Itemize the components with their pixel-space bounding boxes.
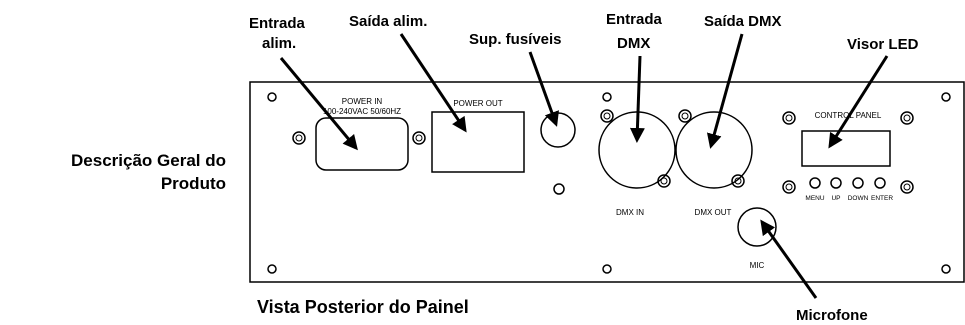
enter-button[interactable] xyxy=(874,177,886,189)
power-in-screw-left xyxy=(292,131,306,145)
control-panel-screw-br-inner xyxy=(903,183,911,191)
up-button[interactable] xyxy=(830,177,842,189)
arrow-dmx-in xyxy=(629,55,645,143)
power-in-screw-right-inner xyxy=(415,134,423,142)
control-panel-screw-tl-inner xyxy=(785,114,793,122)
arrow-led xyxy=(828,55,889,149)
arrow-fuse xyxy=(528,51,559,127)
dmx-out-connector xyxy=(675,111,753,189)
screw xyxy=(941,264,951,274)
control-panel-screw-bl xyxy=(782,180,796,194)
control-panel-screw-bl-inner xyxy=(785,183,793,191)
up-button-label: UP xyxy=(831,195,840,202)
control-panel-screw-tr xyxy=(900,111,914,125)
dmx-in-latch-bottom xyxy=(657,174,671,188)
control-panel-screw-tr-inner xyxy=(903,114,911,122)
microphone-hole xyxy=(737,207,777,247)
dmx-out-latch-top xyxy=(678,109,692,123)
callout-dmx-out: Saída DMX xyxy=(704,13,782,30)
screw xyxy=(267,92,277,102)
overview-title-line2: Produto xyxy=(161,174,226,193)
callout-power-in-line2: alim. xyxy=(262,35,296,52)
mic-label: MIC xyxy=(750,261,765,270)
power-in-screw-right xyxy=(412,131,426,145)
arrow-mic xyxy=(760,219,818,299)
screw xyxy=(602,92,612,102)
dmx-out-latch-bottom xyxy=(731,174,745,188)
callout-led: Visor LED xyxy=(847,36,919,53)
rear-view-title: Vista Posterior do Painel xyxy=(257,297,469,317)
dmx-in-latch-bottom-inner xyxy=(660,177,668,185)
screw xyxy=(941,92,951,102)
callout-power-in-line1: Entrada xyxy=(249,15,306,32)
arrow-power-out xyxy=(399,33,467,133)
menu-button[interactable] xyxy=(809,177,821,189)
control-panel-screw-br xyxy=(900,180,914,194)
down-button[interactable] xyxy=(852,177,864,189)
callout-dmx-in-line1: Entrada xyxy=(606,11,663,28)
dmx-in-label: DMX IN xyxy=(616,208,644,217)
dmx-in-latch-top-inner xyxy=(603,112,611,120)
power-out-label: POWER OUT xyxy=(453,99,502,108)
callout-power-out: Saída alim. xyxy=(349,13,427,30)
power-in-label: POWER IN xyxy=(342,97,383,106)
fuse-holder xyxy=(540,112,576,148)
dmx-out-latch-bottom-inner xyxy=(734,177,742,185)
callout-fuse: Sup. fusíveis xyxy=(469,31,562,48)
power-in-screw-left-inner xyxy=(295,134,303,142)
dmx-out-label: DMX OUT xyxy=(695,208,732,217)
rear-panel xyxy=(249,81,965,283)
down-button-label: DOWN xyxy=(848,195,869,202)
screw xyxy=(602,264,612,274)
callout-mic: Microfone xyxy=(796,307,868,324)
power-out-socket xyxy=(431,111,525,173)
enter-button-label: ENTER xyxy=(871,195,893,202)
callout-dmx-in-line2: DMX xyxy=(617,35,650,52)
control-panel-screw-tl xyxy=(782,111,796,125)
led-display xyxy=(801,130,891,167)
arrow-dmx-out xyxy=(706,33,744,149)
dmx-out-latch-top-inner xyxy=(681,112,689,120)
arrow-power-in xyxy=(279,57,358,151)
fuse-screw xyxy=(553,183,565,195)
screw xyxy=(267,264,277,274)
dmx-in-latch-top xyxy=(600,109,614,123)
power-in-socket xyxy=(315,117,409,171)
overview-title-line1: Descrição Geral do xyxy=(71,151,226,170)
menu-button-label: MENU xyxy=(805,195,824,202)
power-in-voltage-label: 100-240VAC 50/60HZ xyxy=(323,107,401,116)
